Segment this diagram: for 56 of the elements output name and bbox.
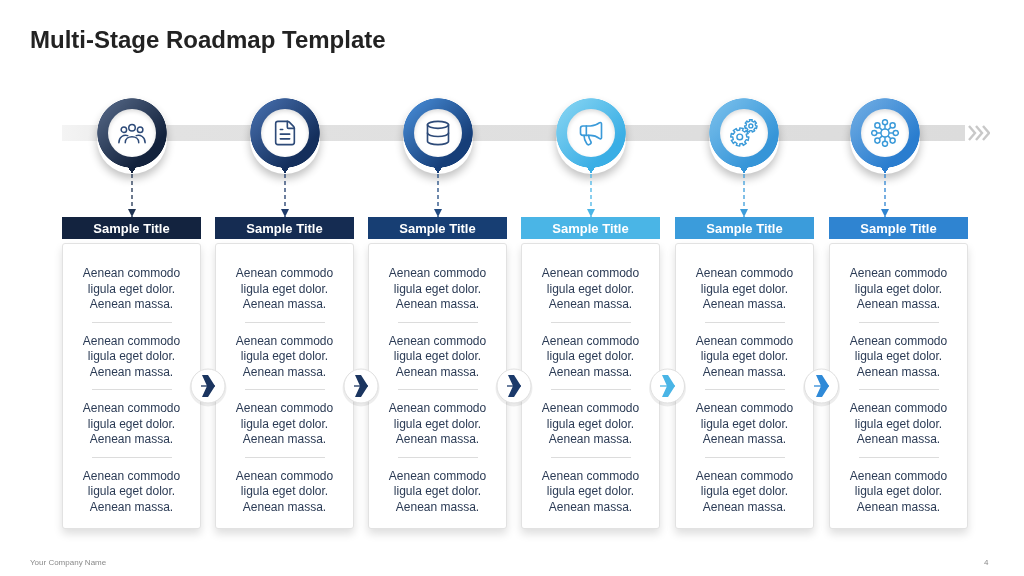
content-card: [675, 243, 814, 529]
chevron-connector: [353, 375, 369, 397]
card-text: Aenean commodo ligula eget dolor. Aenean massa.: [387, 266, 488, 313]
title-bar: [521, 217, 660, 239]
card-text: Aenean commodo ligula eget dolor. Aenean massa.: [540, 401, 641, 448]
card-text: Aenean commodo ligula eget dolor. Aenean massa.: [387, 401, 488, 448]
card-text: Aenean commodo ligula eget dolor. Aenean massa.: [234, 401, 335, 448]
stage-title: Sample Title: [399, 220, 476, 236]
card-text: Aenean commodo ligula eget dolor. Aenean massa.: [234, 333, 335, 380]
content-card: [521, 243, 660, 529]
dashed-arrow: [587, 173, 595, 218]
card-text: Aenean commodo ligula eget dolor. Aenean massa.: [540, 266, 641, 313]
title-bar: [215, 217, 354, 239]
card-text: Aenean commodo ligula eget dolor. Aenean massa.: [387, 468, 488, 515]
card-text: Aenean commodo ligula eget dolor. Aenean massa.: [540, 468, 641, 515]
card-text: Aenean commodo ligula eget dolor. Aenean massa.: [694, 333, 795, 380]
stage-title: Sample Title: [246, 220, 323, 236]
card-text: Aenean commodo ligula eget dolor. Aenean massa.: [848, 468, 949, 515]
content-card: [62, 243, 201, 529]
chevron-connector: [506, 375, 522, 397]
dashed-arrow: [281, 173, 289, 218]
dashed-arrow: [128, 173, 136, 218]
card-text: Aenean commodo ligula eget dolor. Aenean massa.: [848, 333, 949, 380]
card-text: Aenean commodo ligula eget dolor. Aenean massa.: [81, 333, 182, 380]
content-card: [368, 243, 507, 529]
title-bar: [368, 217, 507, 239]
card-text: Aenean commodo ligula eget dolor. Aenean massa.: [81, 401, 182, 448]
card-text: Aenean commodo ligula eget dolor. Aenean massa.: [848, 401, 949, 448]
content-card: [829, 243, 968, 529]
chevron-connector: [200, 375, 216, 397]
card-text: Aenean commodo ligula eget dolor. Aenean massa.: [694, 468, 795, 515]
card-text: Aenean commodo ligula eget dolor. Aenean massa.: [81, 266, 182, 313]
chevron-connector: [813, 375, 830, 397]
card-text: Aenean commodo ligula eget dolor. Aenean massa.: [540, 333, 641, 380]
stage-title: Sample Title: [706, 220, 783, 236]
dashed-arrow: [434, 173, 442, 218]
card-text: Aenean commodo ligula eget dolor. Aenean massa.: [81, 468, 182, 515]
stage-title: Sample Title: [552, 220, 629, 236]
footer-text: Your Company Name: [30, 558, 107, 568]
card-text: Aenean commodo ligula eget dolor. Aenean massa.: [848, 266, 949, 313]
title-bar: [829, 217, 968, 239]
card-text: Aenean commodo ligula eget dolor. Aenean massa.: [387, 333, 488, 380]
title-bar: [62, 217, 201, 239]
card-text: Aenean commodo ligula eget dolor. Aenean massa.: [694, 266, 795, 313]
stage-title: Sample Title: [93, 220, 170, 236]
stage-title: Sample Title: [860, 220, 937, 236]
diagram-title: Multi-Stage Roadmap Template: [30, 25, 386, 55]
card-text: Aenean commodo ligula eget dolor. Aenean massa.: [234, 266, 335, 313]
dashed-arrow: [881, 173, 889, 218]
card-text: Aenean commodo ligula eget dolor. Aenean massa.: [234, 468, 335, 515]
dashed-arrow: [740, 173, 748, 218]
chevron-connector: [659, 375, 676, 397]
card-text: Aenean commodo ligula eget dolor. Aenean massa.: [694, 401, 795, 448]
title-bar: [675, 217, 814, 239]
content-card: [215, 243, 354, 529]
page-number: 4: [984, 558, 989, 568]
